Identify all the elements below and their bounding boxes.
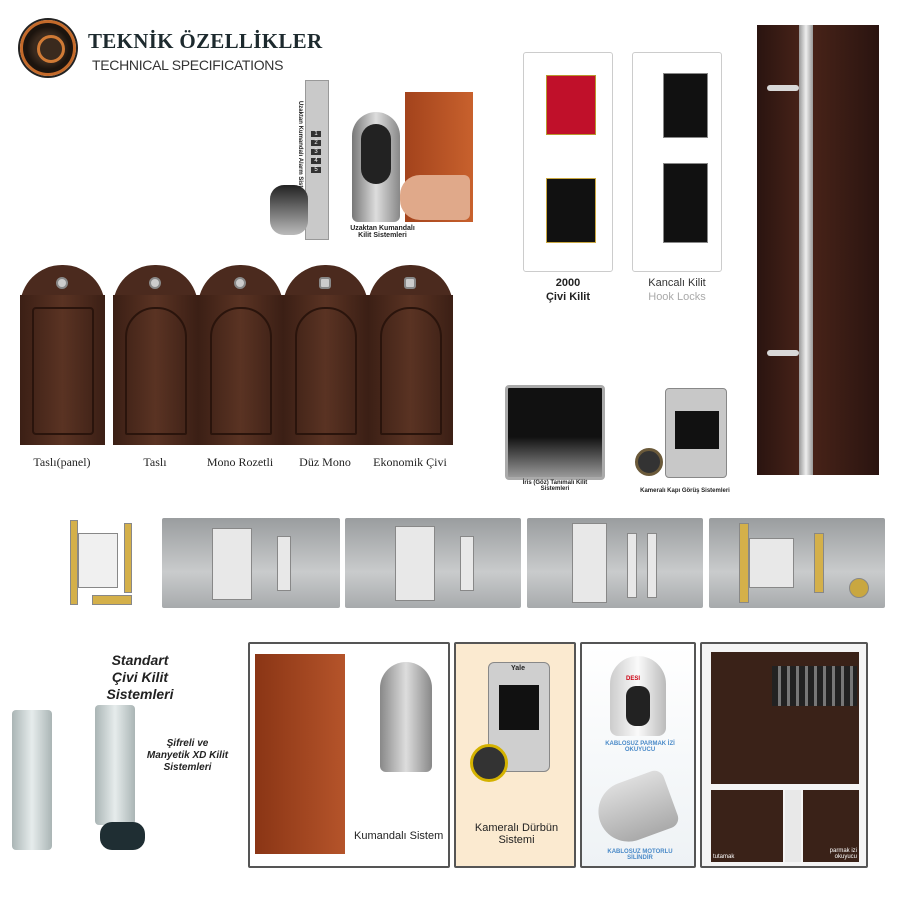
page-subtitle: TECHNICAL SPECIFICATIONS bbox=[92, 57, 284, 73]
alarm-strip: 1 2 3 4 5 bbox=[305, 80, 329, 240]
remote-lock-caption: Uzaktan Kumandalı Kilit Sistemleri bbox=[350, 225, 415, 239]
remote-system-caption: Kumandalı Sistem bbox=[354, 830, 444, 842]
standard-lock-photo bbox=[62, 515, 152, 610]
key: 2 bbox=[311, 140, 321, 146]
door-label: Ekonomik Çivi bbox=[373, 455, 447, 469]
magnetic-key-tag bbox=[100, 822, 145, 850]
camera-system-caption: Kameralı Dürbün Sistemi bbox=[474, 822, 559, 846]
remote-key-fob bbox=[270, 185, 308, 235]
remote-system-panel: Kumandalı Sistem bbox=[248, 642, 450, 868]
nail-lock-title: 2000 bbox=[555, 277, 581, 289]
key: 4 bbox=[311, 158, 321, 164]
fingerprint-photos-panel: tutamak parmak izi okuyucu bbox=[700, 642, 868, 868]
iris-lock-photo bbox=[505, 385, 605, 480]
door-label: Taslı bbox=[143, 455, 167, 469]
lock-photo-panel bbox=[345, 518, 521, 608]
xd-magnetic-lock-photo bbox=[95, 705, 135, 825]
door-label: Mono Rozetli bbox=[206, 455, 274, 469]
camera-brand: Yale bbox=[511, 665, 526, 672]
hand-with-fob bbox=[400, 175, 470, 220]
xd-keypad-lock-photo bbox=[12, 710, 52, 850]
door-ekonomik-civi bbox=[368, 265, 453, 445]
hook-lock-box bbox=[632, 52, 722, 272]
door-duz-mono bbox=[283, 265, 368, 445]
handle-label: tutamak bbox=[713, 854, 735, 860]
lock-photo-panel bbox=[162, 518, 340, 608]
fingerprint-caption: KABLOSUZ PARMAK İZİ OKUYUCU bbox=[605, 741, 675, 753]
key: 3 bbox=[311, 149, 321, 155]
remote-lock-device bbox=[352, 112, 400, 222]
iris-lock-caption: İris (Göz) Tanımalı Kilit Sistemleri bbox=[522, 480, 588, 492]
lock-photo-panel bbox=[709, 518, 885, 608]
hook-lock-subtitle: Hook Locks bbox=[648, 291, 706, 303]
door-tasli bbox=[113, 265, 198, 445]
nail-lock-subtitle: Çivi Kilit bbox=[545, 291, 590, 303]
camera-lens bbox=[635, 448, 663, 476]
xd-lock-heading: Şifreli ve Manyetik XD Kilit Sistemleri bbox=[146, 738, 229, 773]
page-title: TEKNİK ÖZELLİKLER bbox=[88, 29, 323, 53]
door-tasli-panel bbox=[20, 265, 105, 445]
brand-logo bbox=[20, 20, 76, 76]
reader-label: parmak izi okuyucu bbox=[829, 848, 857, 860]
wireless-panel: DESI KABLOSUZ PARMAK İZİ OKUYUCU KABLOSU… bbox=[580, 642, 696, 868]
hook-lock-title: Kancalı Kilit bbox=[648, 277, 706, 289]
door-mono-rozetli bbox=[198, 265, 283, 445]
key: 1 bbox=[311, 131, 321, 137]
nail-lock-box bbox=[523, 52, 613, 272]
door-label: Taslı(panel) bbox=[33, 455, 91, 469]
door-label: Düz Mono bbox=[299, 455, 351, 469]
cylinder-caption: KABLOSUZ MOTORLU SİLİNDİR bbox=[607, 849, 673, 861]
camera-viewer-photo bbox=[665, 388, 727, 478]
fingerprint-brand: DESI bbox=[626, 676, 641, 682]
camera-system-panel: Yale Kameralı Dürbün Sistemi bbox=[454, 642, 576, 868]
key: 5 bbox=[311, 167, 321, 173]
lock-photo-panel bbox=[527, 518, 703, 608]
camera-viewer-caption: Kameralı Kapı Görüş Sistemleri bbox=[640, 488, 730, 494]
steel-door-edge-photo bbox=[757, 25, 879, 475]
standard-lock-heading: Standart Çivi Kilit Sistemleri bbox=[106, 652, 174, 702]
